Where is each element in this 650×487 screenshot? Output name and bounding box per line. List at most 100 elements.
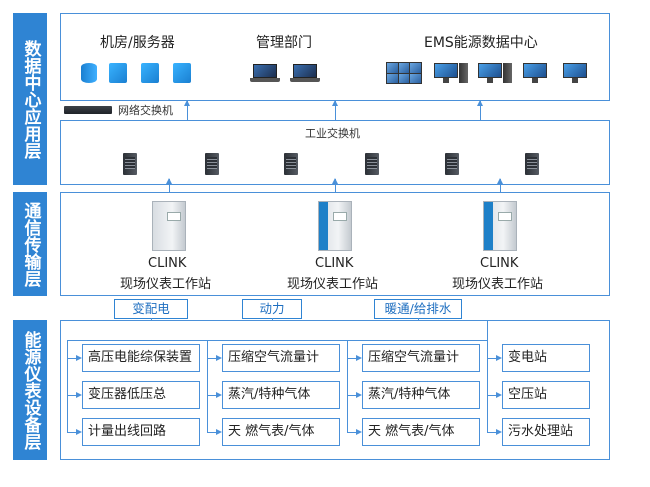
arrow-right-icon [496,355,502,361]
industrial-switch-icon [123,153,137,175]
layer-label-application: 数据中心应用层 [13,13,47,185]
facility-item: 污水处理站 [502,418,590,446]
industrial-switch-icon [445,153,459,175]
server-icon [109,63,127,83]
connector [347,340,488,341]
connector [207,340,348,341]
cabinet-icon [318,201,352,251]
connector [207,340,208,432]
arrow-right-icon [216,392,222,398]
pc-tower-icon [459,63,468,83]
device-item: 蒸汽/特种气体 [222,381,340,409]
industrial-switch-icon [284,153,298,175]
monitor-icon [563,63,587,83]
facility-item: 变电站 [502,344,590,372]
laptop-icon [290,64,320,82]
category-tag-power-distribution: 变配电 [114,299,188,319]
group-title-server-room: 机房/服务器 [100,35,175,51]
connector [187,101,188,120]
station-label: 现场仪表工作站 [287,277,379,292]
arrow-right-icon [496,392,502,398]
cabinet-icon [152,201,186,251]
connector [67,358,77,359]
connector [487,432,498,433]
connector [272,318,273,321]
connector [487,320,488,432]
arrow-right-icon [356,429,362,435]
arrow-right-icon [496,429,502,435]
group-title-ems: EMS能源数据中心 [424,35,538,51]
industrial-switch-panel [60,120,610,185]
device-item: 压缩空气流量计 [362,344,480,372]
connector [207,432,218,433]
database-icon [81,63,97,83]
arrow-right-icon [216,429,222,435]
facility-item: 空压站 [502,381,590,409]
arrow-right-icon [76,429,82,435]
device-item: 蒸汽/特种气体 [362,381,480,409]
station-brand: CLINK [480,256,519,271]
connector [67,395,77,396]
category-tag-power: 动力 [242,299,302,319]
monitor-icon [523,63,547,83]
layer-label-transmission: 通信传输层 [13,192,47,296]
industrial-switch-title: 工业交换机 [305,127,360,140]
group-title-management: 管理部门 [256,35,312,51]
arrow-up-icon [477,100,483,106]
network-switch-icon [64,106,112,114]
desktop-computer-icon [434,63,458,83]
arrow-right-icon [76,355,82,361]
desktop-computer-icon [478,63,502,83]
connector [335,101,336,120]
arrow-right-icon [216,355,222,361]
connector [67,340,208,341]
server-icon [141,63,159,83]
connector [67,340,68,432]
station-brand: CLINK [315,256,354,271]
connector [207,395,218,396]
arrow-up-icon [184,100,190,106]
connector [347,358,358,359]
device-item: 天 燃气表/气体 [222,418,340,446]
connector [500,179,501,195]
device-item: 计量出线回路 [82,418,200,446]
category-tag-hvac: 暖通/给排水 [374,299,462,319]
device-item: 变压器低压总 [82,381,200,409]
arrow-right-icon [356,392,362,398]
arrow-up-icon [332,178,338,184]
connector [67,432,77,433]
connector [487,395,498,396]
connector [207,358,218,359]
arrow-up-icon [166,178,172,184]
connector [169,179,170,195]
device-item: 高压电能综保装置 [82,344,200,372]
device-item: 天 燃气表/气体 [362,418,480,446]
layer-label-device: 能源仪表设备层 [13,320,47,460]
server-globe-icon [173,63,191,83]
connector [335,179,336,195]
station-label: 现场仪表工作站 [120,277,212,292]
device-item: 压缩空气流量计 [222,344,340,372]
arrow-up-icon [332,100,338,106]
cabinet-icon [483,201,517,251]
connector [347,395,358,396]
station-brand: CLINK [148,256,187,271]
laptop-icon [250,64,280,82]
connector [487,358,498,359]
station-label: 现场仪表工作站 [452,277,544,292]
arrow-up-icon [497,178,503,184]
industrial-switch-icon [205,153,219,175]
connector [347,432,358,433]
industrial-switch-icon [365,153,379,175]
pc-tower-icon [503,63,512,83]
connector [480,101,481,120]
network-switch-label: 网络交换机 [118,104,173,117]
application-panel [60,13,610,101]
connector [347,340,348,432]
connector [151,318,152,321]
arrow-right-icon [76,392,82,398]
arrow-right-icon [356,355,362,361]
video-wall-icon [386,62,422,84]
industrial-switch-icon [525,153,539,175]
connector [418,318,419,321]
